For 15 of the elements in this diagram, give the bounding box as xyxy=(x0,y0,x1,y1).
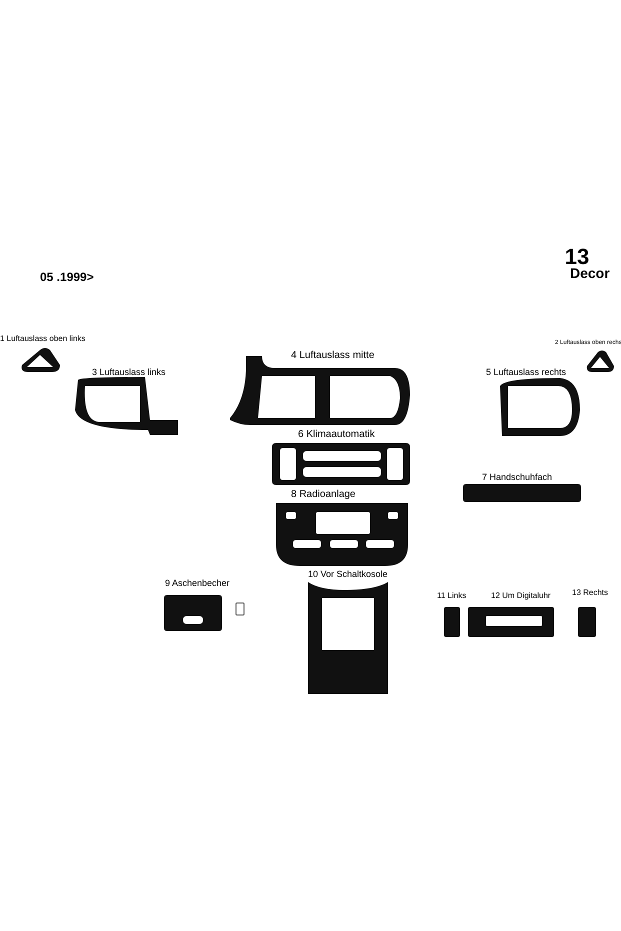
date-range: 05 .1999> xyxy=(40,271,94,283)
part-label: 5 Luftauslass rechts xyxy=(486,368,566,377)
part-label: 9 Aschenbecher xyxy=(165,579,230,588)
part-label: 4 Luftauslass mitte xyxy=(291,351,374,361)
part-label: 1 Luftauslass oben links xyxy=(0,335,86,343)
decor-label: Decor xyxy=(570,266,610,280)
part-label: 12 Um Digitaluhr xyxy=(491,592,551,600)
part-label: 10 Vor Schaltkosole xyxy=(308,570,388,579)
part-label: 8 Radioanlage xyxy=(291,490,356,500)
part-label: 6 Klimaautomatik xyxy=(298,430,375,440)
part-label: 13 Rechts xyxy=(572,589,608,597)
part-label: 11 Links xyxy=(437,592,466,600)
piece-count: 13 xyxy=(564,246,590,268)
part-label: 3 Luftauslass links xyxy=(92,368,166,377)
part-label: 7 Handschuhfach xyxy=(482,473,552,482)
